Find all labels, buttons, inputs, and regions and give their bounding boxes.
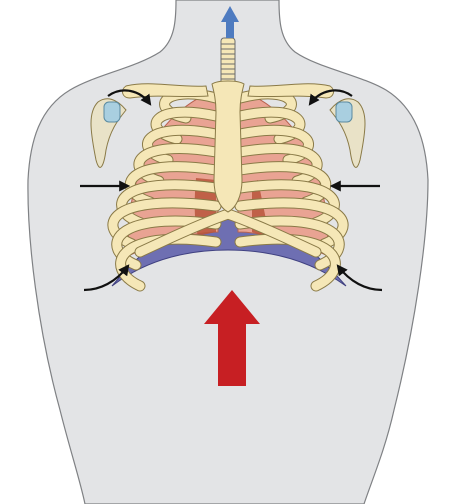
left-clavicle xyxy=(123,84,208,98)
right-clavicle xyxy=(248,84,333,98)
left-shoulder-joint xyxy=(104,102,120,122)
right-shoulder-joint xyxy=(336,102,352,122)
sternum xyxy=(212,81,244,212)
